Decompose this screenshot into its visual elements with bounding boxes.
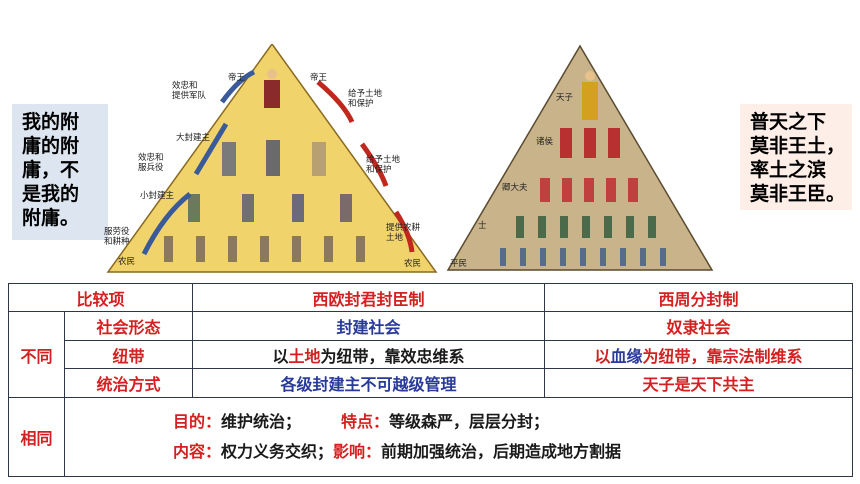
- zhou-bond: 以血缘为纽带，靠宗法制维系: [544, 339, 854, 370]
- header-west: 西欧封君封臣制: [192, 282, 546, 313]
- text-part: 以: [594, 346, 611, 366]
- quote-line: 是我的: [22, 183, 80, 205]
- king-figure-icon: [264, 69, 280, 108]
- same-label: 相同: [8, 396, 65, 478]
- commoner-figures-icon: [500, 248, 666, 266]
- zhou-enfeoffment-pyramid-illustration: 天子 诸侯 卿大夫 士 平民: [446, 44, 714, 271]
- left-arrow-up-icon: [219, 69, 256, 104]
- table-row: 统治方式 各级封建主不可越级管理 天子是天下共主: [9, 368, 854, 398]
- purpose-text: 维护统治；: [221, 411, 302, 431]
- right-arrow-down-icon: [393, 210, 415, 253]
- west-feudal-pyramid-illustration: 帝王 帝王 大封建主 小封建主 农民 农民 效忠和提供军队 效忠和服兵役 服劳役…: [104, 44, 438, 273]
- zhou-society: 奴隶社会: [544, 311, 854, 341]
- knight-figures-icon: [188, 194, 352, 222]
- arrow-label: 给予土地和保护: [348, 88, 383, 109]
- left-arrow-up-icon: [141, 192, 192, 256]
- quote-line: 莫非王土，: [750, 135, 846, 157]
- west-society: 封建社会: [192, 311, 546, 341]
- quote-line: 庸的附: [22, 135, 80, 157]
- vassal-quote-box: 我的附 庸的附 庸，不 是我的 附庸。: [12, 104, 108, 240]
- table-row: 纽带 以土地为纽带，靠效忠维系 以血缘为纽带，靠宗法制维系: [9, 339, 854, 370]
- west-bond: 以土地为纽带，靠效忠维系: [192, 339, 546, 370]
- arrow-label: 服劳役和耕种: [104, 226, 130, 247]
- arrow-label: 效忠和提供军队: [172, 80, 207, 101]
- purpose-label: 目的：: [173, 411, 222, 431]
- keyword-land: 土地: [288, 346, 321, 366]
- table-header-row: 比较项 西欧封君封臣制 西周分封制: [7, 282, 854, 313]
- peasant-figures-icon: [164, 236, 365, 262]
- west-rule: 各级封建主不可越级管理: [192, 368, 546, 398]
- table-row-same: 相同 目的：维护统治； 特点：等级森严，层层分封； 内容：权力义务交织；影响：前期…: [8, 396, 854, 478]
- king-land-quote-box: 普天之下 莫非王土， 率土之滨 莫非王臣。: [740, 104, 852, 210]
- arrow-label: 提供农耕土地: [386, 222, 421, 243]
- tier-label: 士: [478, 220, 487, 231]
- quote-line: 附庸。: [22, 207, 80, 229]
- text-part: 以: [272, 346, 289, 366]
- same-content: 目的：维护统治； 特点：等级森严，层层分封； 内容：权力义务交织；影响：前期加强统…: [63, 396, 854, 478]
- quote-line: 我的附: [22, 111, 80, 133]
- zhou-rule: 天子是天下共主: [544, 368, 854, 398]
- tier-label: 农民: [404, 258, 421, 269]
- tier-label: 帝王: [310, 72, 328, 83]
- diff-label: 不同: [8, 311, 65, 398]
- text-part: 为纽带，靠宗法制维系: [642, 346, 803, 366]
- tier-label: 农民: [118, 256, 135, 267]
- row-label: 纽带: [63, 339, 194, 370]
- son-of-heaven-figure-icon: [582, 71, 598, 120]
- duke-figures-icon: [560, 128, 620, 158]
- same-line-1: 目的：维护统治； 特点：等级森严，层层分封；: [173, 407, 846, 437]
- same-line-2: 内容：权力义务交织；影响：前期加强统治，后期造成地方割据: [173, 437, 846, 467]
- feature-text: 等级森严，层层分封；: [389, 411, 550, 431]
- quote-line: 莫非王臣。: [750, 183, 846, 205]
- quote-line: 庸，不: [22, 159, 80, 181]
- scholar-figures-icon: [516, 216, 656, 238]
- right-arrow-down-icon: [359, 142, 389, 187]
- row-label: 社会形态: [63, 311, 194, 341]
- arrow-label: 效忠和服兵役: [138, 152, 164, 173]
- lord-figures-icon: [222, 140, 326, 176]
- comparison-table: 比较项 西欧封君封臣制 西周分封制 不同 社会形态 封建社会 奴隶社会 纽带 以…: [7, 282, 854, 478]
- header-item: 比较项: [7, 282, 194, 313]
- quote-line: 普天之下: [750, 111, 827, 133]
- left-arrow-up-icon: [193, 122, 229, 176]
- tier-label: 平民: [450, 259, 467, 269]
- minister-figures-icon: [540, 178, 638, 202]
- tier-label: 天子: [556, 93, 574, 103]
- arrow-label: 给予土地和保护: [366, 154, 401, 175]
- text-part: 为纽带，靠效忠维系: [320, 346, 465, 366]
- effect-label: 影响：: [333, 441, 382, 461]
- row-label: 统治方式: [63, 368, 194, 398]
- table-row: 不同 社会形态 封建社会 奴隶社会: [8, 311, 854, 398]
- keyword-blood: 血缘: [610, 346, 643, 366]
- tier-label: 诸侯: [536, 137, 554, 147]
- tier-label: 大封建主: [176, 132, 211, 143]
- tier-label: 帝王: [228, 72, 246, 83]
- right-arrow-down-icon: [316, 80, 355, 124]
- content-label: 内容：: [173, 441, 222, 461]
- content-text: 权力义务交织；: [221, 441, 334, 461]
- header-zhou: 西周分封制: [544, 282, 854, 313]
- tier-label: 卿大夫: [502, 182, 528, 193]
- quote-line: 率土之滨: [750, 159, 827, 181]
- pyramid-body: [446, 44, 714, 271]
- tier-label: 小封建主: [140, 190, 175, 201]
- effect-text: 前期加强统治，后期造成地方割据: [381, 441, 622, 461]
- feature-label: 特点：: [341, 411, 390, 431]
